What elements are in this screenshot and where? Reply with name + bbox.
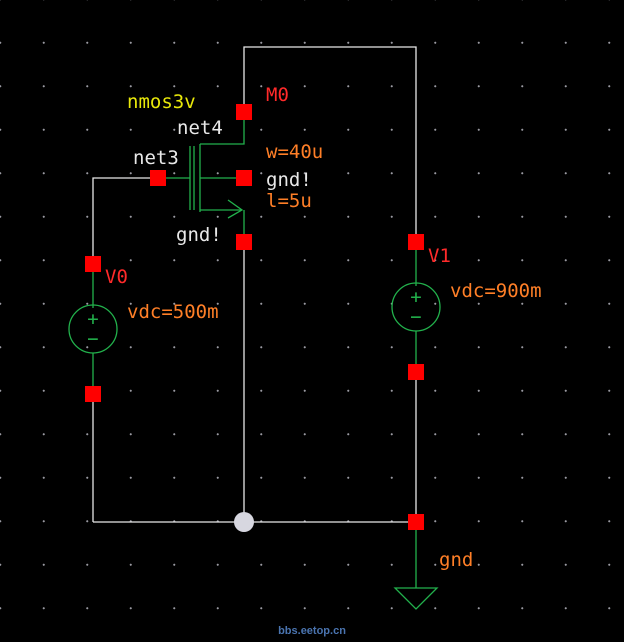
junction-dot[interactable]: [234, 512, 254, 532]
source-net-label: gnd!: [176, 224, 222, 246]
bulk-net-label: gnd!: [266, 169, 312, 191]
ground-symbol[interactable]: [393, 522, 439, 610]
v0-param-label: vdc=500m: [127, 301, 219, 323]
drain-net-label: net4: [177, 117, 223, 139]
pin-m0-gate[interactable]: [150, 170, 166, 186]
pin-v0-plus[interactable]: [85, 256, 101, 272]
v0-name-label: V0: [105, 266, 128, 288]
v1-param-label: vdc=900m: [450, 280, 542, 302]
v0-minus-sign: −: [87, 328, 98, 350]
ground-label: gnd: [439, 549, 473, 571]
transistor-name-label: M0: [266, 84, 289, 106]
pin-m0-source[interactable]: [236, 234, 252, 250]
ground-triangle-icon: [393, 587, 439, 610]
pin-v1-plus[interactable]: [408, 234, 424, 250]
transistor-length-label: l=5u: [266, 190, 312, 212]
v0-plus-sign: +: [87, 308, 98, 330]
wires: [92, 46, 417, 523]
gate-net-label: net3: [133, 147, 179, 169]
wire-top-loop[interactable]: [243, 46, 417, 242]
pin-gnd[interactable]: [408, 514, 424, 530]
pin-m0-bulk[interactable]: [236, 170, 252, 186]
transistor-width-label: w=40u: [266, 141, 323, 163]
pins: [85, 104, 424, 530]
pin-v1-minus[interactable]: [408, 364, 424, 380]
pin-v0-minus[interactable]: [85, 386, 101, 402]
source-arrow-icon: [227, 199, 244, 219]
drain-lead: [200, 119, 245, 145]
v1-minus-sign: −: [410, 306, 421, 328]
nmos-transistor[interactable]: [165, 119, 245, 242]
watermark: bbs.eetop.cn: [278, 625, 346, 637]
pin-m0-drain[interactable]: [236, 104, 252, 120]
wire-gate[interactable]: [92, 177, 158, 264]
transistor-model-label: nmos3v: [127, 91, 196, 113]
v1-plus-sign: +: [410, 286, 421, 308]
v1-name-label: V1: [428, 245, 451, 267]
